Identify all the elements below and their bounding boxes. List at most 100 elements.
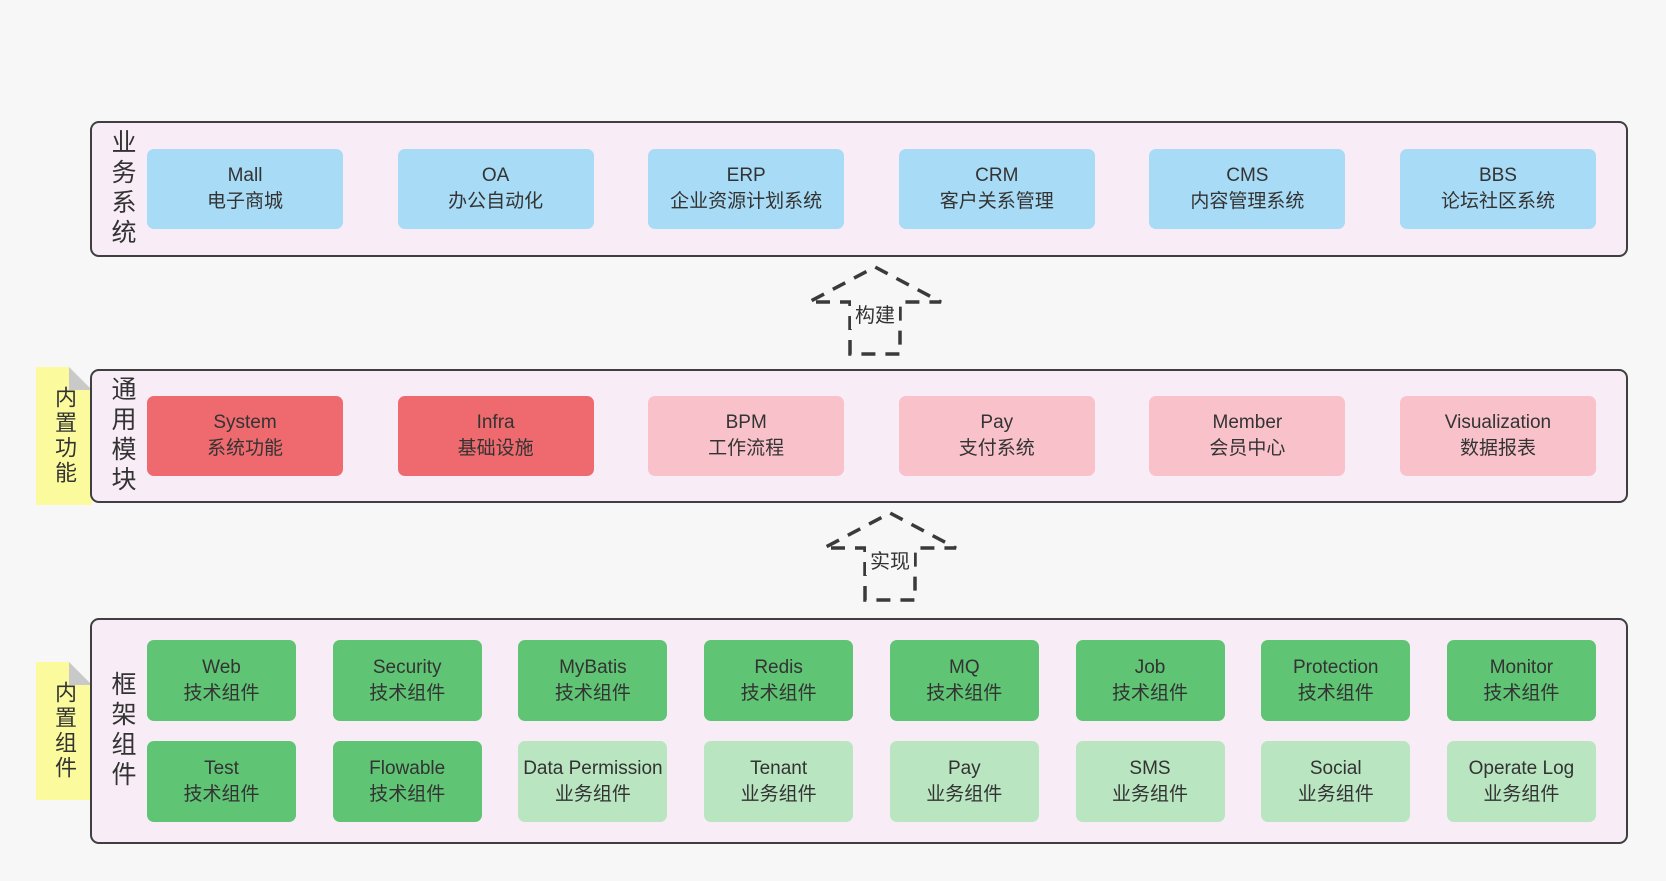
box-title: Monitor [1489,656,1554,678]
up-arrow-icon [823,511,957,602]
box-title: Mall [227,165,263,186]
box-test: Test 技术组件 [147,741,296,822]
box-subtitle: 技术组件 [183,783,260,805]
box-subtitle: 技术组件 [1297,682,1374,704]
common-modules-label: 通用模块 [108,376,136,496]
box-subtitle: 论坛社区系统 [1440,191,1555,212]
up-arrow-icon [808,265,942,356]
box-title: Flowable [369,757,446,779]
box-title: Test [204,757,239,779]
framework-row-1: Web 技术组件 Security 技术组件 MyBatis 技术组件 Redi… [147,640,1596,721]
box-subtitle: 技术组件 [1112,682,1189,704]
box-bbs: BBS 论坛社区系统 [1399,149,1596,229]
box-title: Web [202,656,241,678]
box-subtitle: 技术组件 [1483,682,1560,704]
box-title: Redis [754,656,803,678]
common-modules-panel: 通用模块 System 系统功能 Infra 基础设施 BPM 工作流程 Pay… [90,369,1628,503]
box-subtitle: 系统功能 [206,438,283,459]
box-title: BBS [1478,165,1517,186]
box-subtitle: 业务组件 [926,783,1003,805]
box-infra: Infra 基础设施 [397,396,594,476]
box-title: Member [1212,412,1283,433]
box-title: CMS [1226,165,1269,186]
box-monitor: Monitor 技术组件 [1446,640,1596,721]
box-social: Social 业务组件 [1261,741,1411,822]
builtin-components-note: 内置组件 [36,662,92,800]
box-subtitle: 企业资源计划系统 [670,191,823,212]
box-bpm: BPM 工作流程 [648,396,845,476]
box-subtitle: 技术组件 [740,682,817,704]
box-title: ERP [726,165,766,186]
box-title: Pay [980,412,1014,433]
box-mybatis: MyBatis 技术组件 [518,640,668,721]
box-title: MQ [949,656,980,678]
box-subtitle: 基础设施 [457,438,534,459]
box-title: Protection [1292,656,1379,678]
box-job: Job 技术组件 [1075,640,1225,721]
box-title: OA [481,165,510,186]
box-system: System 系统功能 [147,396,343,476]
box-erp: ERP 企业资源计划系统 [648,149,845,229]
box-member: Member 会员中心 [1149,396,1346,476]
box-mq: MQ 技术组件 [889,640,1039,721]
box-tenant: Tenant 业务组件 [704,741,854,822]
box-subtitle: 办公自动化 [448,191,544,212]
framework-row-2: Test 技术组件 Flowable 技术组件 Data Permission … [147,741,1596,822]
box-title: Job [1134,656,1166,678]
box-cms: CMS 内容管理系统 [1149,149,1346,229]
framework-components-panel: 框架组件 Web 技术组件 Security 技术组件 MyBatis 技术组件… [90,618,1628,844]
implement-arrow-label: 实现 [866,544,914,575]
box-title: Tenant [750,757,808,779]
box-subtitle: 技术组件 [183,682,260,704]
box-oa: OA 办公自动化 [397,149,594,229]
business-systems-panel: 业务系统 Mall 电子商城 OA 办公自动化 ERP 企业资源计划系统 CRM… [90,121,1628,257]
box-subtitle: 技术组件 [554,682,631,704]
box-pay-system: Pay 支付系统 [898,396,1095,476]
box-data-permission: Data Permission 业务组件 [518,741,668,822]
box-security: Security 技术组件 [332,640,482,721]
framework-components-rows: Web 技术组件 Security 技术组件 MyBatis 技术组件 Redi… [147,620,1596,842]
box-subtitle: 技术组件 [926,682,1003,704]
implement-arrow: 实现 [820,508,960,603]
box-title: SMS [1129,757,1171,779]
build-arrow: 构建 [805,262,945,357]
box-sms: SMS 业务组件 [1075,741,1225,822]
box-web: Web 技术组件 [147,640,296,721]
box-subtitle: 电子商城 [206,191,283,212]
box-subtitle: 业务组件 [554,783,631,805]
box-flowable: Flowable 技术组件 [332,741,482,822]
box-subtitle: 业务组件 [740,783,817,805]
box-title: Social [1309,757,1362,779]
box-subtitle: 技术组件 [369,682,446,704]
builtin-features-note-label: 内置功能 [52,386,77,486]
box-subtitle: 客户关系管理 [939,191,1054,212]
box-title: Pay [947,757,981,779]
box-title: BPM [725,412,767,433]
build-arrow-label: 构建 [851,298,899,329]
box-subtitle: 工作流程 [708,438,785,459]
box-title: System [213,412,277,433]
builtin-features-note: 内置功能 [36,367,92,505]
box-subtitle: 业务组件 [1483,783,1560,805]
box-title: Data Permission [523,757,663,779]
box-title: MyBatis [559,656,627,678]
builtin-components-note-label: 内置组件 [52,681,77,781]
box-subtitle: 会员中心 [1209,438,1286,459]
box-subtitle: 支付系统 [958,438,1035,459]
box-subtitle: 业务组件 [1297,783,1374,805]
box-subtitle: 业务组件 [1112,783,1189,805]
box-subtitle: 数据报表 [1459,438,1536,459]
business-systems-boxes: Mall 电子商城 OA 办公自动化 ERP 企业资源计划系统 CRM 客户关系… [147,123,1596,255]
box-crm: CRM 客户关系管理 [898,149,1095,229]
business-systems-label: 业务系统 [108,129,136,249]
common-modules-boxes: System 系统功能 Infra 基础设施 BPM 工作流程 Pay 支付系统… [147,371,1596,501]
box-operate-log: Operate Log 业务组件 [1446,741,1596,822]
box-title: Infra [476,412,515,433]
box-title: Visualization [1444,412,1552,433]
box-subtitle: 技术组件 [369,783,446,805]
box-visualization: Visualization 数据报表 [1399,396,1596,476]
box-protection: Protection 技术组件 [1261,640,1411,721]
framework-components-label: 框架组件 [108,671,136,791]
box-title: CRM [975,165,1019,186]
